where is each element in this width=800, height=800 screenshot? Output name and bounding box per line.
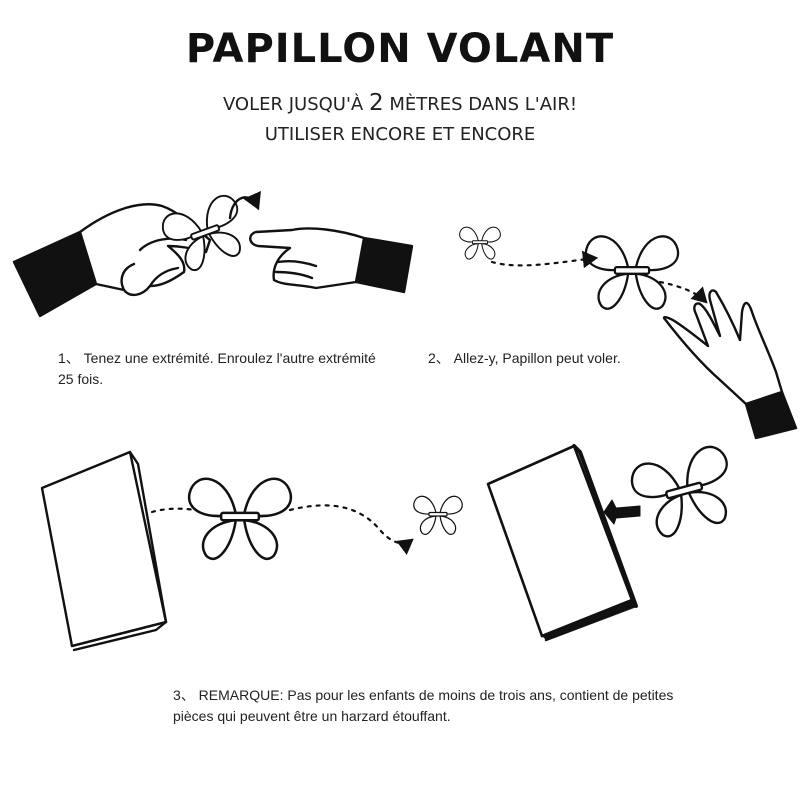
subtitle-after: MÈTRES DANS L'AIR! (383, 94, 578, 115)
arrow-icon (603, 499, 641, 525)
subtitle-number: 2 (368, 90, 384, 116)
step-1-text: 1、 Tenez une extrémité. Enroulez l'autre… (58, 350, 376, 387)
step-2-text: 2、 Allez-y, Papillon peut voler. (428, 350, 621, 366)
page-title: PAPILLON VOLANT (185, 26, 615, 72)
subtitle-line-1: VOLER JUSQU'À 2 MÈTRES DANS L'AIR! (0, 90, 800, 116)
subtitle-line-2: UTILISER ENCORE ET ENCORE (264, 124, 536, 145)
butterfly-icon (187, 442, 743, 561)
hand-release-icon (662, 289, 798, 440)
butterfly-icon (459, 226, 680, 310)
subtitle-before: VOLER JUSQU'À (222, 94, 369, 115)
step-3-text: 3、 REMARQUE: Pas pour les enfants de moi… (173, 687, 674, 724)
card-icon (40, 444, 638, 652)
hands-winding-icon (12, 190, 414, 318)
